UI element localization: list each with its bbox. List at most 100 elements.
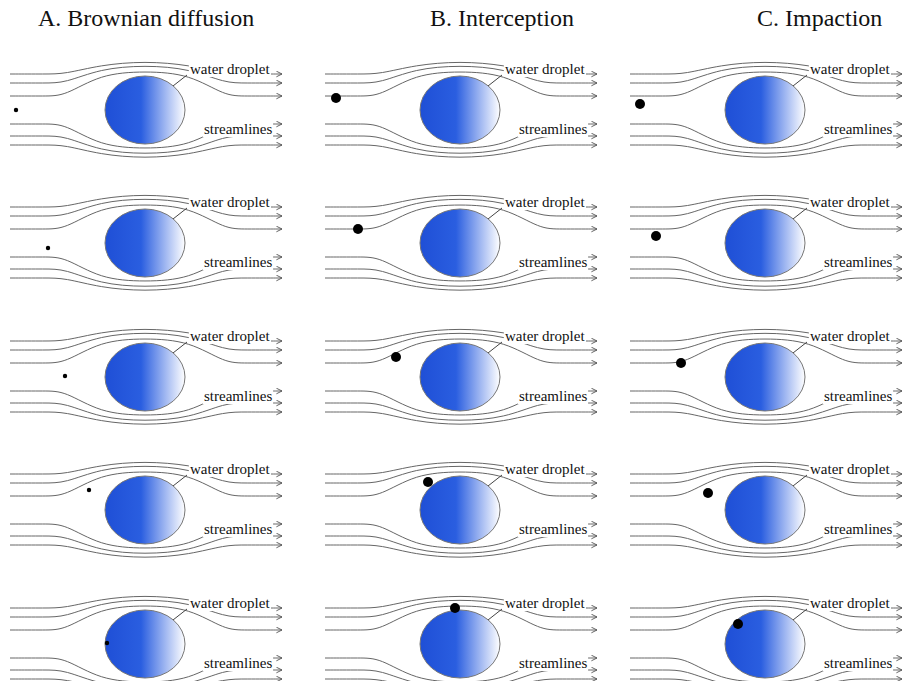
collision-panel xyxy=(630,329,902,424)
water-droplet xyxy=(105,610,185,678)
aerosol-particle xyxy=(331,93,341,103)
collision-panel xyxy=(325,462,597,557)
aerosol-particle xyxy=(63,374,67,378)
streamlines-label: streamlines xyxy=(823,656,893,671)
streamlines-label: streamlines xyxy=(823,389,893,404)
collision-panel xyxy=(630,195,902,290)
droplet-label: water droplet xyxy=(189,596,271,611)
leader-line xyxy=(173,75,187,86)
streamlines-label: streamlines xyxy=(203,656,273,671)
collision-panel xyxy=(10,596,282,681)
collision-panel xyxy=(630,596,902,681)
droplet-label: water droplet xyxy=(809,62,891,77)
leader-line xyxy=(173,342,187,353)
streamlines-label: streamlines xyxy=(518,122,588,137)
column-heading: B. Interception xyxy=(430,6,574,30)
droplet-label: water droplet xyxy=(809,195,891,210)
leader-line xyxy=(793,609,807,620)
streamline xyxy=(325,545,597,557)
water-droplet xyxy=(725,476,805,544)
leader-line xyxy=(793,75,807,86)
streamline xyxy=(630,679,902,681)
streamlines-label: streamlines xyxy=(203,522,273,537)
column-heading: A. Brownian diffusion xyxy=(38,6,254,30)
collision-panel xyxy=(325,195,597,290)
collision-panel xyxy=(325,596,597,681)
collision-panel xyxy=(10,329,282,424)
streamline xyxy=(630,278,902,290)
droplet-label: water droplet xyxy=(809,462,891,477)
leader-line xyxy=(793,475,807,486)
leader-line xyxy=(793,208,807,219)
streamlines-label: streamlines xyxy=(823,522,893,537)
water-droplet xyxy=(105,209,185,277)
aerosol-particle xyxy=(14,108,18,112)
streamlines-label: streamlines xyxy=(823,122,893,137)
streamline xyxy=(630,145,902,157)
water-droplet xyxy=(105,343,185,411)
water-droplet xyxy=(105,76,185,144)
leader-line xyxy=(173,475,187,486)
streamline xyxy=(630,545,902,557)
streamlines-label: streamlines xyxy=(203,122,273,137)
streamline xyxy=(325,412,597,424)
aerosol-particle xyxy=(450,603,460,613)
aerosol-particle xyxy=(703,488,713,498)
streamline xyxy=(10,545,282,557)
droplet-label: water droplet xyxy=(809,596,891,611)
leader-line xyxy=(488,342,502,353)
water-droplet xyxy=(420,76,500,144)
droplet-label: water droplet xyxy=(189,62,271,77)
aerosol-particle xyxy=(635,99,645,109)
aerosol-particle xyxy=(676,358,686,368)
streamlines-label: streamlines xyxy=(518,656,588,671)
streamlines-label: streamlines xyxy=(203,389,273,404)
aerosol-particle xyxy=(87,488,91,492)
water-droplet xyxy=(420,343,500,411)
water-droplet xyxy=(420,610,500,678)
droplet-label: water droplet xyxy=(809,329,891,344)
aerosol-particle xyxy=(105,641,109,645)
streamline xyxy=(325,679,597,681)
leader-line xyxy=(488,475,502,486)
collision-panel xyxy=(630,462,902,557)
leader-line xyxy=(488,208,502,219)
droplet-label: water droplet xyxy=(504,596,586,611)
collision-panel xyxy=(10,195,282,290)
streamlines-label: streamlines xyxy=(518,389,588,404)
leader-line xyxy=(173,208,187,219)
streamline xyxy=(325,278,597,290)
water-droplet xyxy=(725,610,805,678)
leader-line xyxy=(173,609,187,620)
water-droplet xyxy=(725,76,805,144)
aerosol-particle xyxy=(423,477,433,487)
droplet-label: water droplet xyxy=(504,62,586,77)
droplet-label: water droplet xyxy=(189,195,271,210)
column-heading: C. Impaction xyxy=(757,6,882,30)
droplet-label: water droplet xyxy=(504,462,586,477)
collision-panel xyxy=(325,62,597,157)
streamlines-label: streamlines xyxy=(203,255,273,270)
aerosol-particle xyxy=(651,231,661,241)
streamline xyxy=(10,679,282,681)
droplet-label: water droplet xyxy=(189,329,271,344)
aerosol-particle xyxy=(353,224,363,234)
droplet-label: water droplet xyxy=(504,329,586,344)
leader-line xyxy=(793,342,807,353)
streamlines-label: streamlines xyxy=(823,255,893,270)
droplet-label: water droplet xyxy=(504,195,586,210)
leader-line xyxy=(488,609,502,620)
streamline xyxy=(325,145,597,157)
water-droplet xyxy=(105,476,185,544)
streamline xyxy=(630,412,902,424)
water-droplet xyxy=(420,476,500,544)
collision-panel xyxy=(10,462,282,557)
droplet-label: water droplet xyxy=(189,462,271,477)
aerosol-particle xyxy=(391,352,401,362)
streamlines-label: streamlines xyxy=(518,522,588,537)
streamline xyxy=(10,278,282,290)
collision-panel xyxy=(325,329,597,424)
water-droplet xyxy=(725,343,805,411)
streamline xyxy=(10,412,282,424)
